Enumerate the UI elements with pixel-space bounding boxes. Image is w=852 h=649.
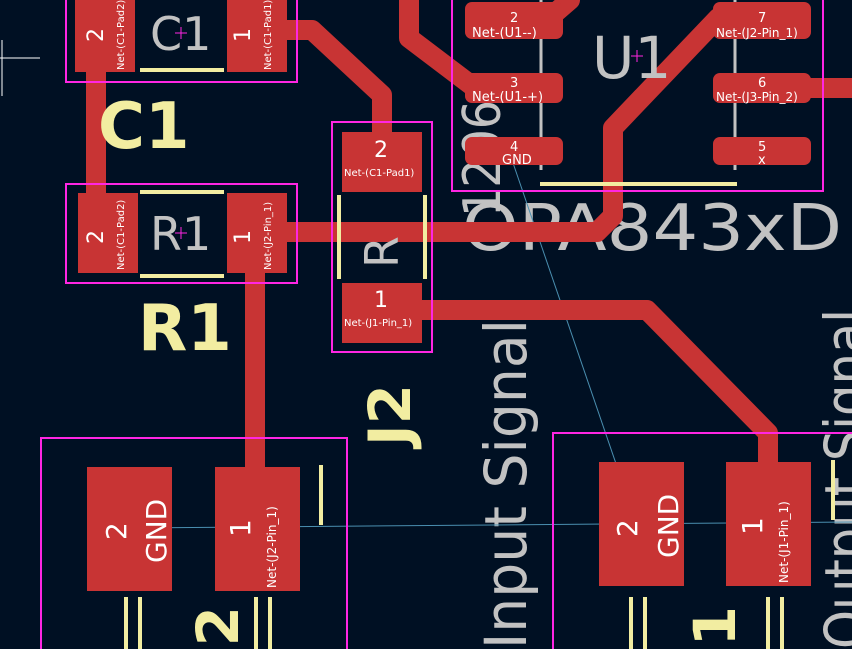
r1-pad-1[interactable]: 1 Net-(J2-Pin_1) (227, 193, 287, 273)
r2-pad-2-number: 2 (374, 138, 388, 163)
r2-value-fragment: _1206 (453, 100, 513, 241)
r2-fab-ref: R (355, 236, 409, 268)
j2-pad-2-number: 2 (100, 522, 133, 540)
r2-pad-1-net: Net-(J1-Pin_1) (344, 318, 412, 329)
u1-pad-2[interactable]: 2 Net-(U1--) (465, 2, 563, 41)
u1-pad-4-net: GND (502, 153, 532, 168)
j2-bottom-silk-ref: J2 (184, 606, 252, 649)
u1-pad-2-net: Net-(U1--) (472, 26, 537, 41)
track-r2-pad1-j1-pad1 (372, 300, 778, 530)
j1-pad-1-number: 1 (736, 517, 769, 535)
r1-pad-1-number: 1 (231, 230, 256, 244)
partial-silk-refs: J2 J1 (184, 606, 749, 649)
u1-pad-5[interactable]: 5 x (713, 137, 811, 168)
u1-pad-7[interactable]: 7 Net-(J2-Pin_1) (713, 2, 811, 40)
c1-pad-2-net: Net-(C1-Pad2) (116, 0, 127, 70)
j1-pad-2[interactable]: 2 GND (599, 462, 685, 586)
j2-pad-2[interactable]: 2 GND (87, 467, 173, 591)
u1-courtyard (451, 0, 824, 192)
j1-bottom-silk-ref: J1 (681, 606, 749, 649)
j2-courtyard (40, 437, 348, 649)
u1-pad-5-net: x (758, 153, 766, 168)
r2-courtyard (331, 121, 433, 353)
j2-silk-ref: J2 (356, 384, 424, 450)
u1-pad-2-number: 2 (510, 11, 518, 26)
j1-pad-2-net: GND (652, 494, 685, 558)
u1-pad-3[interactable]: 3 Net-(U1-+) (465, 73, 563, 105)
c1-pad-1[interactable]: 1 Net-(C1-Pad1) (227, 0, 287, 72)
fab-layer: OPA843xD Input Signal Output Signal _120… (453, 100, 852, 649)
r1-pad-2-number: 2 (84, 230, 109, 244)
r1-pad-1-net: Net-(J2-Pin_1) (263, 202, 274, 270)
c1-pad-1-number: 1 (231, 28, 256, 42)
u1-pad-7-net: Net-(J2-Pin_1) (716, 26, 798, 40)
r1-origin-marker (175, 227, 187, 239)
u1-fab-ref: U1 (592, 24, 671, 92)
c1-footprint[interactable]: C1 2 Net-(C1-Pad2) 1 Net-(C1-Pad1) C1 (65, 0, 298, 164)
j1-pad-1-net: Net-(J1-Pin_1) (777, 501, 791, 583)
r2-pad-2-net: Net-(C1-Pad1) (344, 168, 414, 179)
j1-footprint[interactable]: 2 GND 1 Net-(J1-Pin_1) (552, 432, 852, 649)
u1-pad-3-net: Net-(U1-+) (472, 90, 543, 105)
r1-courtyard (65, 183, 298, 284)
r2-pad-1[interactable]: 1 Net-(J1-Pin_1) (342, 283, 422, 343)
j1-pad-1[interactable]: 1 Net-(J1-Pin_1) (726, 462, 811, 586)
u1-pad-6[interactable]: 6 Net-(J3-Pin_2) (713, 73, 811, 104)
u1-origin-marker (631, 50, 643, 62)
j1-pad-2-number: 2 (611, 519, 644, 537)
u1-pad-5-number: 5 (758, 140, 766, 155)
j2-pad-1-number: 1 (224, 519, 257, 537)
j2-pad-1[interactable]: 1 Net-(J2-Pin_1) (215, 467, 300, 591)
j2-footprint[interactable]: 2 GND 1 Net-(J2-Pin_1) (40, 437, 348, 649)
c1-silk-ref: C1 (98, 90, 190, 164)
u1-pad-6-net: Net-(J3-Pin_2) (716, 90, 798, 104)
u1-pad-3-number: 3 (510, 76, 518, 91)
r1-silk-ref: R1 (138, 292, 232, 366)
r2-pad-2[interactable]: 2 Net-(C1-Pad1) (342, 132, 422, 192)
j2-value-text: Input Signal (472, 319, 540, 649)
j2-pad-1-net: Net-(J2-Pin_1) (265, 506, 279, 588)
u1-footprint[interactable]: U1 2 Net-(U1--) 3 Net-(U1-+) 4 GND 7 Net… (451, 0, 824, 192)
r2-footprint[interactable]: R 2 Net-(C1-Pad1) 1 Net-(J1-Pin_1) J2 (331, 121, 433, 450)
c1-courtyard (65, 0, 298, 83)
u1-pad-6-number: 6 (758, 76, 766, 91)
r1-pad-2-net: Net-(C1-Pad2) (116, 200, 127, 270)
r1-pad-2[interactable]: 2 Net-(C1-Pad2) (78, 193, 138, 273)
crosshair-cursor (0, 40, 40, 96)
u1-pad-4[interactable]: 4 GND (465, 137, 563, 168)
c1-origin-marker (175, 27, 187, 39)
j1-courtyard (552, 432, 852, 649)
c1-pad-2-number: 2 (84, 28, 109, 42)
j2-pad-2-net: GND (140, 499, 173, 563)
r1-footprint[interactable]: R1 2 Net-(C1-Pad2) 1 Net-(J2-Pin_1) R1 (65, 183, 298, 366)
r2-pad-1-number: 1 (374, 288, 388, 313)
u1-pad-7-number: 7 (758, 11, 766, 26)
u1-pad-4-number: 4 (510, 140, 518, 155)
c1-pad-1-net: Net-(C1-Pad1) (263, 0, 274, 70)
c1-pad-2[interactable]: 2 Net-(C1-Pad2) (75, 0, 135, 72)
